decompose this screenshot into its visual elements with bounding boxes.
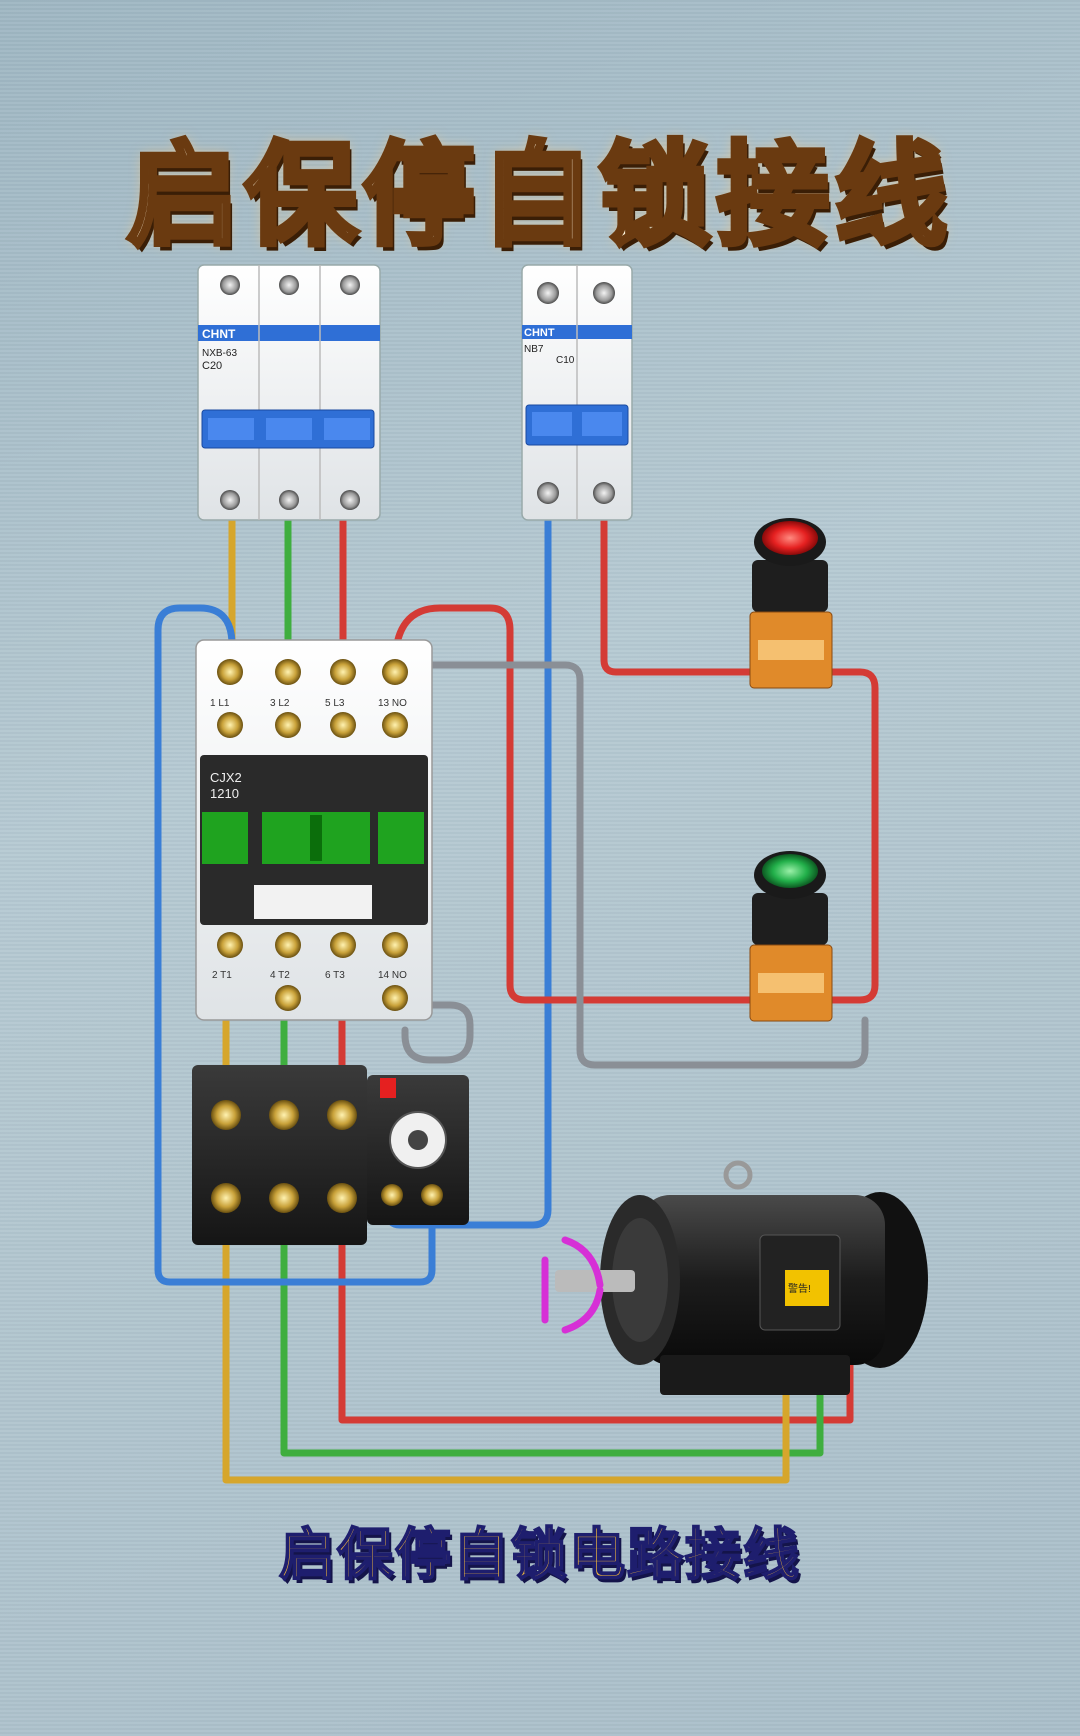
contactor-model-1: CJX2: [210, 770, 242, 785]
wire-selfhold-red: [391, 604, 764, 1004]
breaker2p-brand: CHNT: [524, 327, 555, 339]
contactor-top-label-1: 1 L1: [210, 698, 230, 709]
contactor-bottom-label-2: 4 T2: [270, 970, 290, 981]
breaker2p-model: NB7: [524, 344, 544, 355]
breaker-2p: CHNT NB7 C10: [521, 264, 633, 521]
page-title: 启保停自锁接线: [125, 129, 953, 264]
motor-warning-label: 警告!: [788, 1282, 811, 1295]
stop-button-icon: [749, 518, 833, 689]
contactor: CJX2 1210 1 L1 3 L2 5 L3 13 NO 2 T1 4 T2…: [195, 639, 433, 1021]
contactor-model-2: 1210: [210, 786, 239, 801]
wire-stop-start-red: [816, 668, 879, 1004]
wire-motor-yellow: [222, 1196, 790, 1484]
contactor-bottom-label-1: 2 T1: [212, 970, 232, 981]
breaker-3p: CHNT NXB-63 C20: [197, 264, 381, 521]
contactor-top-label-3: 5 L3: [325, 698, 345, 709]
motor-icon: 警告!: [541, 1160, 928, 1395]
breaker3p-rating: C20: [202, 360, 222, 372]
contactor-top-label-4: 13 NO: [378, 698, 407, 709]
breaker3p-brand: CHNT: [202, 327, 236, 341]
breaker3p-model: NXB-63: [202, 348, 237, 359]
wire-gray-13: [416, 661, 869, 1069]
contactor-bottom-label-4: 14 NO: [378, 970, 407, 981]
wire-motor-green: [280, 1196, 824, 1457]
wire-stop-red: [600, 516, 764, 676]
breaker2p-rating: C10: [556, 355, 575, 366]
page-subtitle: 启保停自锁电路接线: [278, 1522, 801, 1589]
wire-control-blue-left: [154, 604, 436, 1286]
contactor-bottom-label-3: 6 T3: [325, 970, 345, 981]
wire-gray-14-loop: [396, 1001, 474, 1064]
thermal-relay: [192, 1065, 469, 1245]
start-button-icon: [749, 851, 833, 1022]
contactor-top-label-2: 3 L2: [270, 698, 290, 709]
